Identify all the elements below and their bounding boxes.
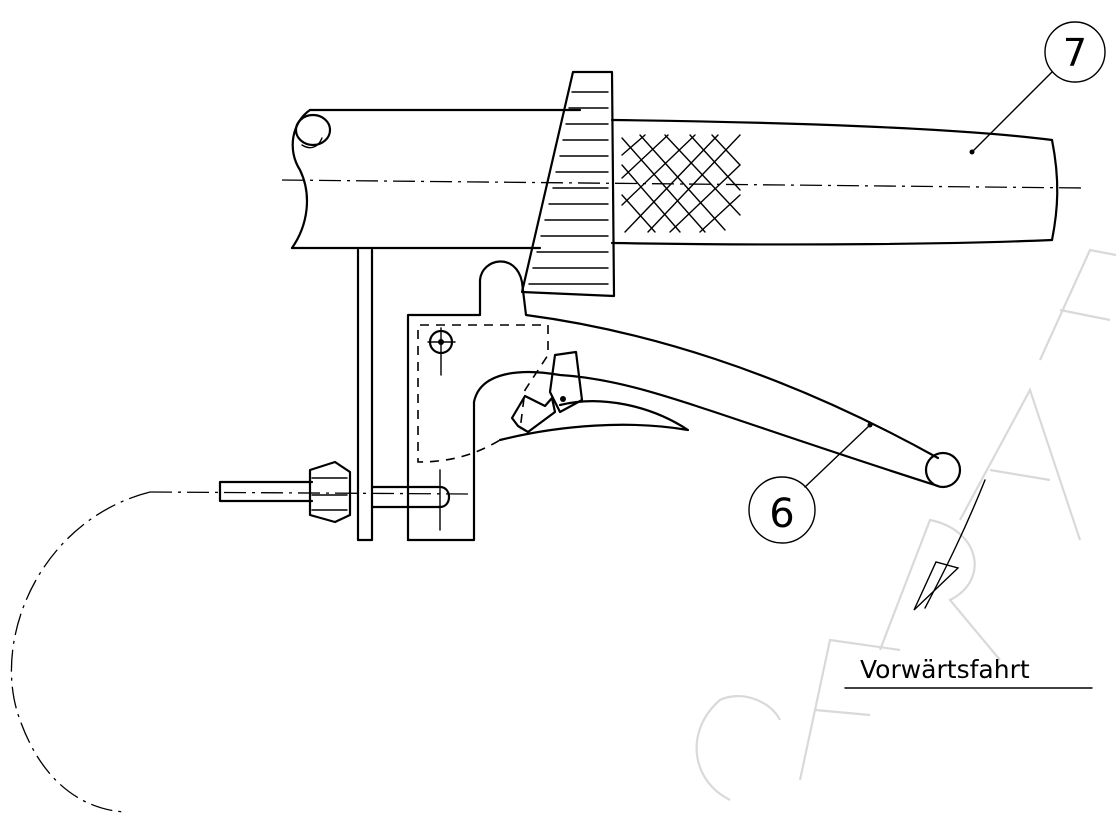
handlebar-tube — [290, 108, 582, 250]
direction-label: Vorwärtsfahrt — [860, 655, 1030, 684]
lever-bracket — [406, 260, 940, 542]
adjuster-rod — [149, 460, 471, 531]
forward-direction-arrow — [913, 479, 986, 611]
callout-7: 7 — [969, 21, 1106, 155]
watermark — [695, 248, 1116, 801]
pawl-mechanism — [417, 324, 690, 463]
hand-grip — [610, 118, 1059, 246]
mounting-strap — [356, 248, 374, 542]
swing-path-arc — [10, 491, 151, 813]
grip-centerline — [281, 179, 1086, 189]
grip-flange — [520, 70, 616, 298]
lever-ball-end — [924, 451, 962, 489]
callout-7-number: 7 — [1063, 31, 1087, 75]
callout-6-number: 6 — [769, 491, 794, 537]
callout-6: 6 — [748, 422, 873, 544]
